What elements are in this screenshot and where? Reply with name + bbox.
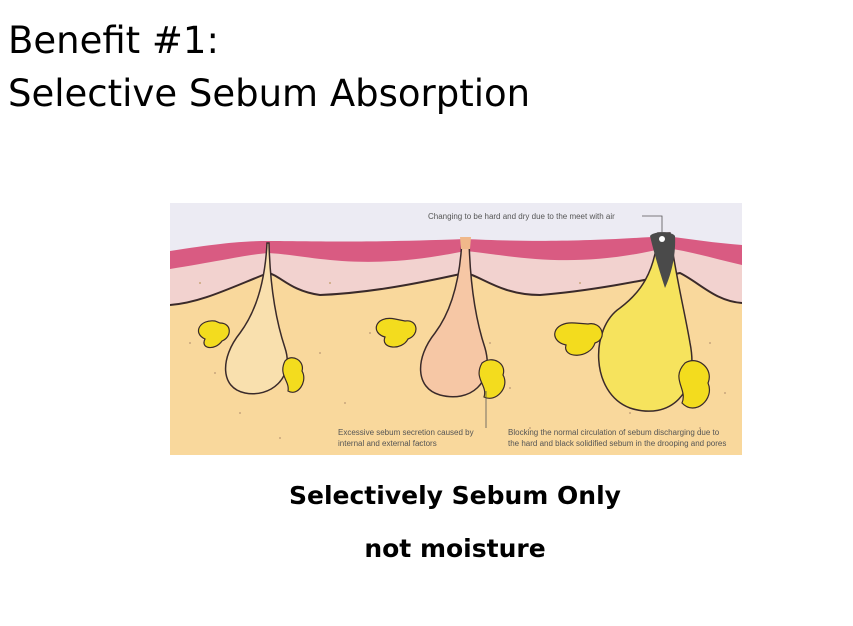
slide-title: Benefit #1: Selective Sebum Absorption — [8, 14, 530, 120]
label-left-line-1: Excessive sebum secretion caused by — [338, 428, 474, 437]
leader-line-top — [642, 215, 663, 233]
follicle-normal — [224, 242, 288, 395]
sebaceous-gland-right-1 — [282, 357, 305, 393]
sebaceous-gland-right-2 — [478, 359, 506, 399]
label-right-line-2: the hard and black solidified sebum in t… — [508, 439, 726, 448]
label-top: Changing to be hard and dry due to the m… — [428, 212, 615, 221]
black-solidified-sebum — [650, 232, 676, 288]
sebaceous-gland-left-3 — [554, 322, 603, 356]
label-right-line-1: Blocking the normal circulation of sebum… — [508, 428, 720, 437]
epidermis-layer — [170, 236, 742, 269]
follicle-excess-sebum — [419, 238, 488, 398]
title-line-2: Selective Sebum Absorption — [8, 72, 531, 115]
sebaceous-gland-right-3 — [678, 360, 711, 409]
sebaceous-gland-left-2 — [375, 317, 417, 348]
title-line-1: Benefit #1: — [8, 19, 219, 62]
pore-opening — [659, 236, 665, 242]
caption-line-1: Selectively Sebum Only — [289, 481, 621, 510]
tissue-dots — [189, 282, 726, 444]
sebaceous-gland-left-1 — [197, 320, 230, 349]
sebum-plug-2 — [460, 237, 471, 249]
sebum-pore-illustration: Changing to be hard and dry due to the m… — [170, 203, 742, 455]
caption-line-2: not moisture — [364, 534, 546, 563]
label-left-line-2: internal and external factors — [338, 439, 437, 448]
